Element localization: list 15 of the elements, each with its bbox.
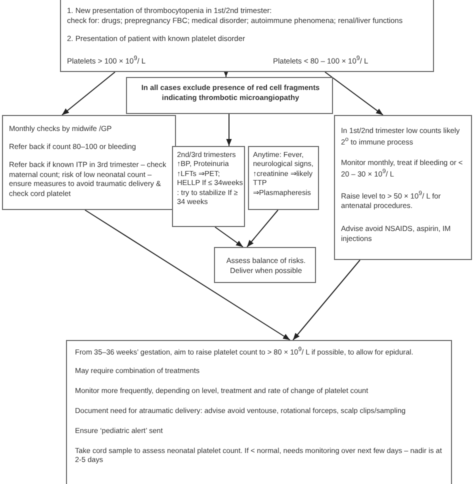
process-box [334, 115, 472, 260]
arrow [62, 72, 116, 116]
arrow [84, 210, 290, 340]
process-box [2, 115, 176, 210]
arrow [246, 210, 278, 248]
warning-box [126, 77, 333, 114]
arrow [292, 260, 360, 340]
arrow [226, 114, 232, 146]
arrow [223, 70, 229, 78]
process-box [248, 146, 319, 210]
process-box [172, 146, 245, 227]
process-box [66, 340, 452, 484]
process-box [214, 247, 316, 283]
case-box [60, 0, 434, 72]
arrow [214, 226, 244, 248]
